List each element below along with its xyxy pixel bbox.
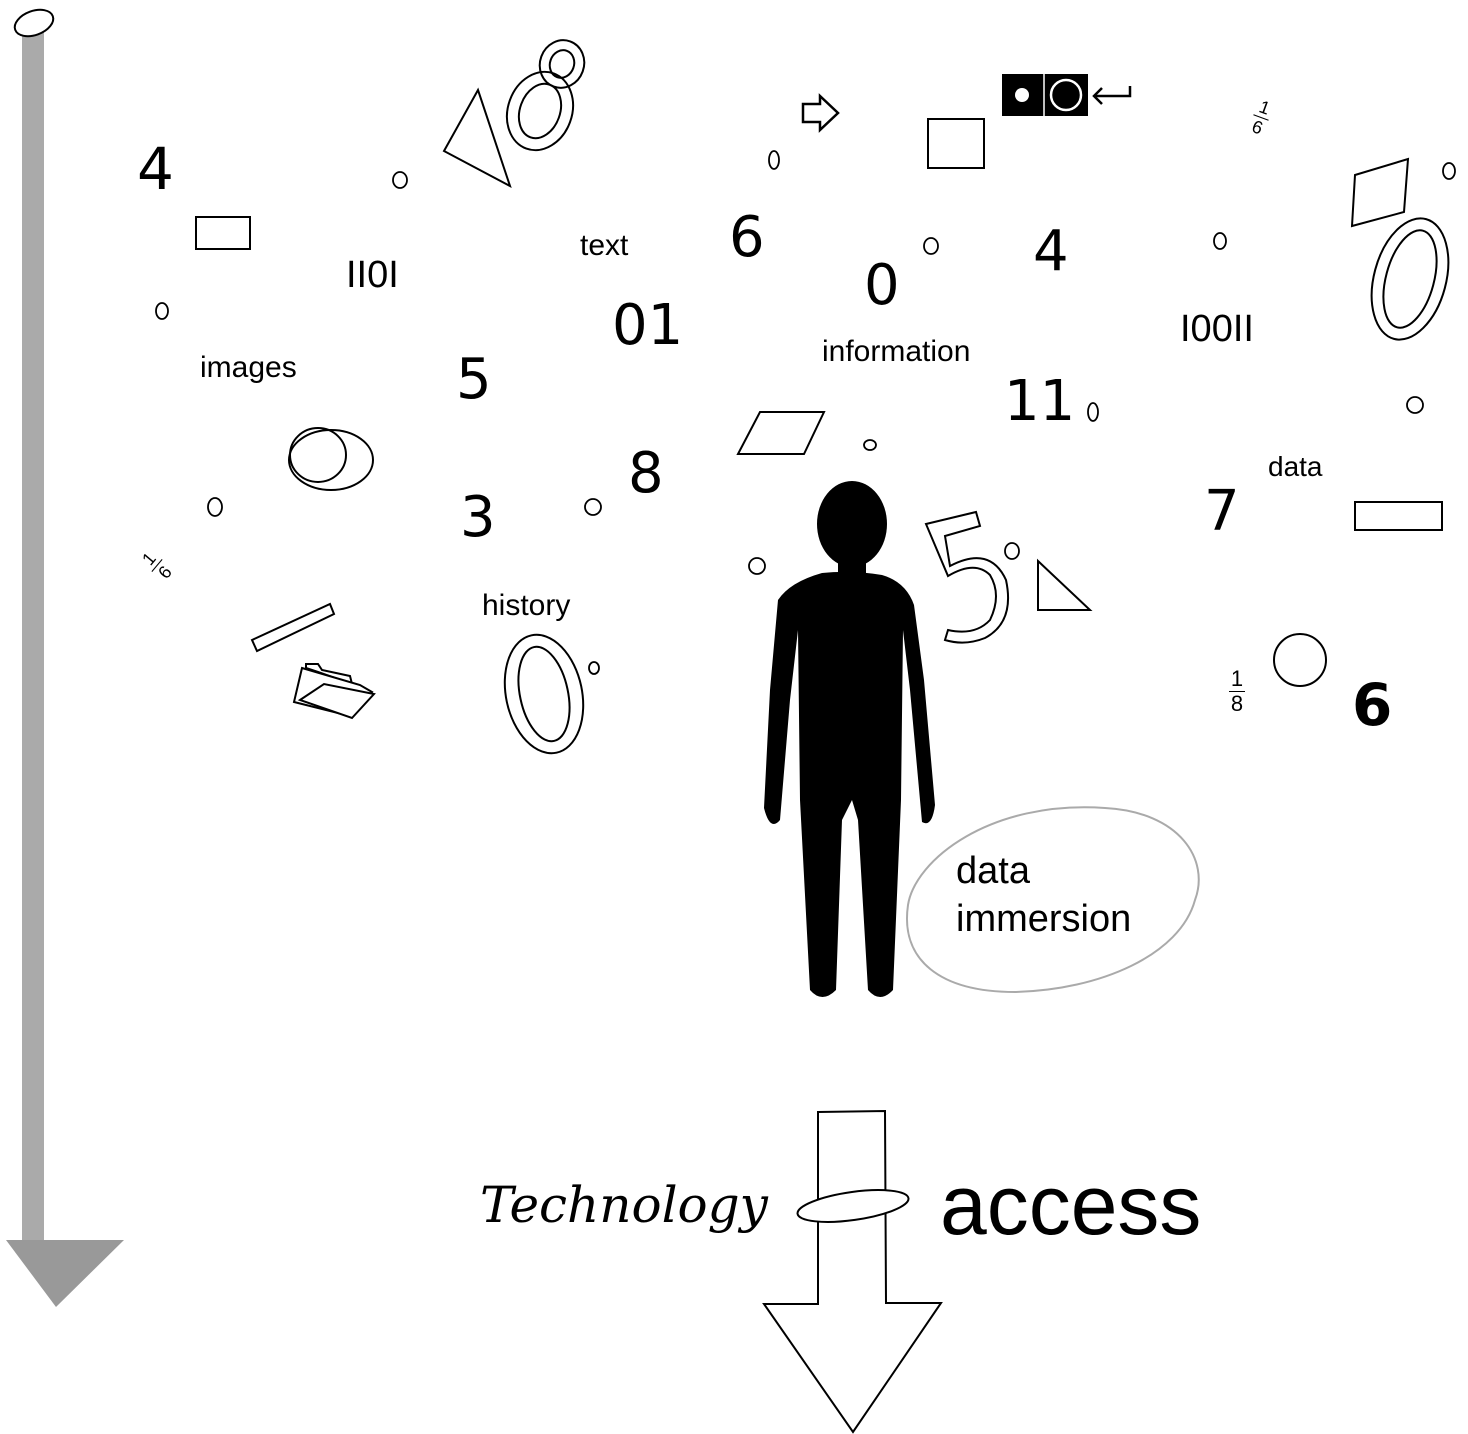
binary-string: I00II: [1180, 308, 1254, 350]
fraction: 1 8: [1226, 668, 1248, 715]
rectangle-shape: [195, 216, 251, 250]
person-silhouette-icon: [764, 481, 935, 997]
parallelogram-shape: [1350, 157, 1410, 228]
access-arrow-icon: [762, 1109, 943, 1434]
folder-icon: [292, 663, 376, 720]
arrow-right-icon: [801, 93, 840, 133]
bar-shape: [250, 602, 336, 653]
ellipse-shape: [288, 429, 374, 491]
label-images: images: [200, 351, 297, 384]
number: 6: [1352, 671, 1393, 739]
binary-string: 01: [612, 293, 684, 358]
bubble-line-1: data: [956, 850, 1030, 892]
label-access: access: [940, 1158, 1202, 1252]
hollow-digit-eight-icon: [505, 39, 586, 152]
rectangle-shape: [1354, 501, 1443, 531]
fraction-numerator: 1: [1230, 666, 1244, 691]
number: 6: [729, 205, 765, 270]
label-data: data: [1268, 451, 1323, 482]
label-text: text: [580, 229, 629, 262]
circle-shape: [1273, 633, 1327, 687]
hollow-digit-five-icon: [924, 510, 1010, 644]
fraction-denominator: 8: [1230, 691, 1244, 716]
triangle-shape: [442, 87, 512, 189]
record-toggle-icon: [1002, 74, 1088, 116]
parallelogram-shape: [736, 411, 826, 455]
number: 0: [864, 253, 900, 318]
timeline-arrow-icon: [6, 8, 124, 1307]
number: 4: [137, 135, 174, 203]
label-information: information: [822, 335, 971, 368]
fraction-bar: [1229, 691, 1245, 692]
thought-bubble: [906, 806, 1200, 994]
rectangle-shape: [927, 118, 985, 169]
number: 7: [1204, 479, 1240, 544]
bubble-line-2: immersion: [956, 898, 1132, 940]
hollow-digit-zero-icon: [503, 217, 1450, 755]
triangle-shape: [1037, 558, 1093, 611]
outline-shapes: [195, 87, 1443, 687]
binary-string: 11: [1004, 369, 1076, 434]
label-history: history: [482, 589, 571, 622]
number: 4: [1033, 219, 1069, 284]
return-arrow-icon: [1092, 86, 1132, 105]
ellipse-shape: [289, 427, 347, 483]
label-technology: Technology: [480, 1176, 768, 1234]
binary-string: II0I: [346, 254, 399, 296]
number: 8: [628, 441, 664, 506]
number: 5: [456, 347, 492, 412]
number: 3: [460, 485, 496, 550]
small-rings: [155, 150, 1456, 675]
